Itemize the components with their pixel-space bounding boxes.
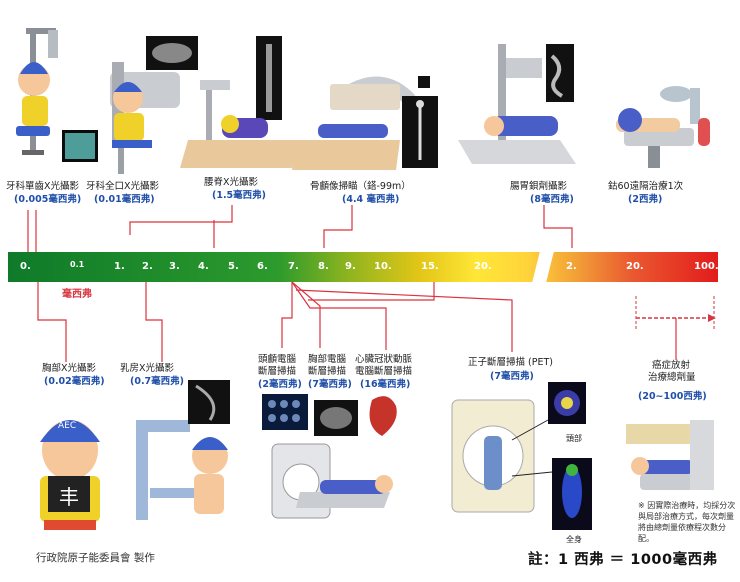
tick-15: 15. [421,261,439,272]
unit-sievert: 西弗 [700,287,720,298]
ct-machine-illustration [271,443,393,519]
dose-cobalt: (2西弗) [628,194,663,205]
dental-single-xray-illustration [16,28,98,162]
label-chest-xray: 胸部X光攝影 [42,363,97,374]
radiotherapy-footnote: ※ 因實際治療時，均採分次與局部治療方式，每次劑量將由總劑量依療程次數分配。 [638,501,736,543]
label-dental-single: 牙科單齒X光攝影 [6,181,80,192]
label-cardiac-ct-line1: 心臟冠狀動脈 [355,354,413,365]
tick-6: 6. [257,261,268,272]
label-bone-scan: 骨顱像掃瞄（鎝-99m） [310,181,411,192]
dose-radiotherapy: (20~100西弗) [638,391,707,402]
chest-plate-brand: AEC [58,421,76,431]
tick-0: 0. [20,261,31,272]
chest-xray-illustration: AEC 丰 [40,420,100,530]
tick-10: 10. [374,261,392,272]
dose-chest-xray: (0.02毫西弗) [44,376,105,387]
tick-2: 2. [142,261,153,272]
tick-7: 7. [288,261,299,272]
tick-right-2: 2. [566,261,577,272]
tick-9: 9. [345,261,356,272]
label-chest-ct-line1: 胸部電腦 [308,354,347,365]
pet-scanner-illustration [451,382,592,530]
label-head-ct-line1: 頭顱電腦 [258,354,297,365]
label-barium: 腸胃鋇劑攝影 [510,181,568,192]
label-cobalt: 鈷60遠隔治療1次 [608,181,684,192]
mammography-illustration [136,380,230,520]
cobalt-60-therapy-illustration [616,86,710,168]
dose-lumbar: (1.5毫西弗) [212,190,267,201]
ct-scan-images [262,394,397,436]
label-head-ct-line2: 斷層掃描 [258,366,297,377]
dose-dental-single: (0.005毫西弗) [14,194,82,205]
dose-barium: (8毫西弗) [530,194,574,205]
tick-5: 5. [228,261,239,272]
pet-head-label: 頭部 [566,434,582,443]
label-cardiac-ct-line2: 電腦斷層掃描 [355,366,413,377]
tick-3: 3. [169,261,180,272]
tick-right-20: 20. [626,261,644,272]
unit-formula: 註：1 西弗 ＝ 1000毫西弗 [528,552,718,568]
pet-body-label: 全身 [566,535,582,544]
tick-8: 8. [318,261,329,272]
label-chest-ct-line2: 斷層掃描 [308,366,347,377]
dose-scale-band [8,252,718,282]
footer-credit: 行政院原子能委員會 製作 [36,552,155,564]
tick-right-100: 100. [694,261,719,272]
dose-chest-ct: (7毫西弗) [308,379,352,390]
label-dental-full: 牙科全口X光攝影 [86,181,160,192]
dental-panoramic-xray-illustration [110,36,198,174]
dose-dental-full: (0.01毫西弗) [94,194,155,205]
label-mammography: 乳房X光攝影 [120,363,175,374]
tick-4: 4. [198,261,209,272]
tick-1: 1. [114,261,125,272]
bone-scan-illustration [292,76,438,170]
label-radiotherapy-line1: 癌症放射 [652,360,691,371]
tick-20: 20. [474,261,492,272]
unit-millisievert: 毫西弗 [62,289,92,300]
bottom-illustrations: AEC 丰 [40,380,714,530]
radiotherapy-machine-illustration [626,420,714,490]
lumbar-xray-illustration [180,36,300,168]
dose-pet: (7毫西弗) [490,371,534,382]
label-radiotherapy-line2: 治療總劑量 [648,372,696,383]
barium-meal-illustration [458,44,576,164]
dose-head-ct: (2毫西弗) [258,379,302,390]
tick-0-1: 0.1 [70,260,85,269]
top-illustrations [16,28,710,174]
dose-bone-scan: (4.4 毫西弗) [342,194,400,205]
dose-mammography: (0.7毫西弗) [130,376,185,387]
dose-cardiac-ct: (16毫西弗) [360,379,411,390]
label-lumbar: 腰脊X光攝影 [204,177,259,188]
label-pet: 正子斷層掃描 (PET) [468,357,553,368]
chest-plate-symbol: 丰 [59,485,79,509]
